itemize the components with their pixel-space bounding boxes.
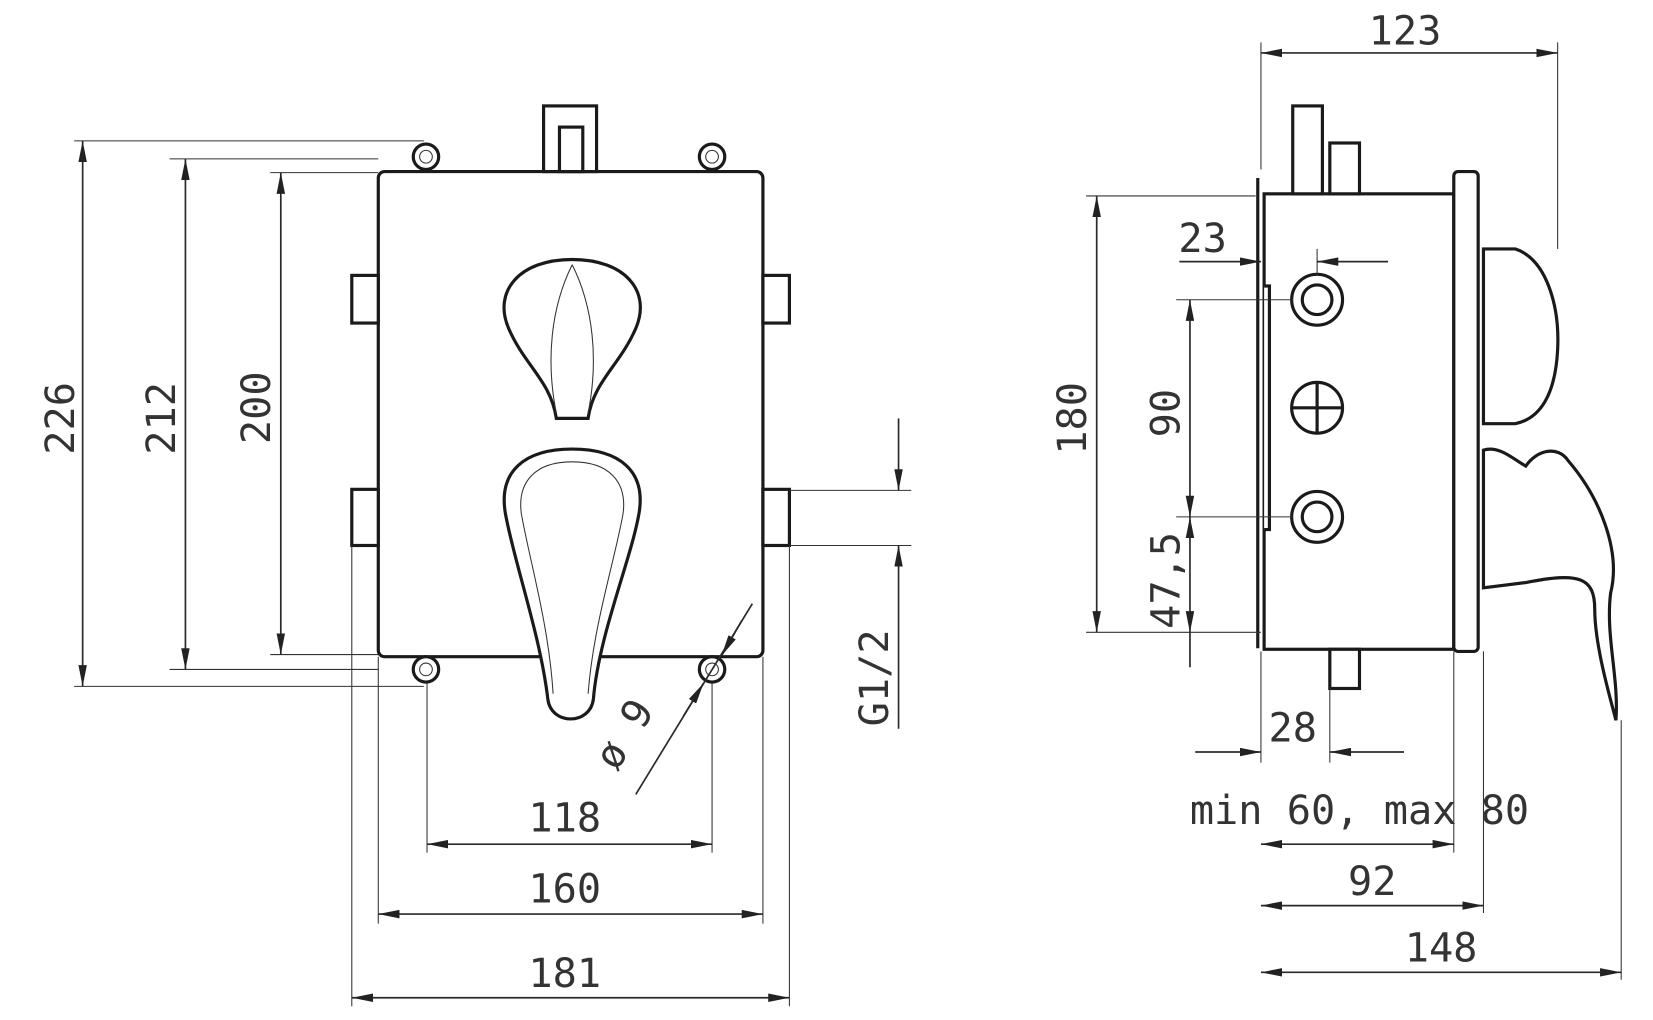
side-top-connector-b <box>1328 141 1362 196</box>
side-bottom-connector <box>1328 647 1362 691</box>
dim-47-5: 47,5 <box>1143 532 1189 629</box>
dim-90: 90 <box>1143 389 1189 437</box>
side-stubs <box>350 273 792 548</box>
dim-180: 180 <box>1050 382 1096 455</box>
front-view: 226 212 200 G1/2 ø 9 118 160 181 <box>38 104 912 1007</box>
dim-wall-depth-range: min 60, max 80 <box>1190 788 1529 834</box>
dim-118: 118 <box>528 795 601 841</box>
dim-181: 181 <box>528 951 601 997</box>
side-view: 123 23 180 90 47,5 28 min 60, max 80 92 … <box>1050 8 1622 980</box>
dim-28: 28 <box>1268 705 1316 751</box>
dim-92: 92 <box>1348 859 1396 905</box>
side-diverter-knob <box>1481 247 1560 426</box>
dim-200: 200 <box>234 371 280 444</box>
side-lever <box>1481 447 1618 721</box>
side-top-connector-a <box>1291 104 1324 196</box>
diverter-knob <box>502 257 642 420</box>
front-dimensions: 226 212 200 G1/2 ø 9 118 160 181 <box>38 140 912 1007</box>
dim-23: 23 <box>1178 216 1226 262</box>
lever-handle <box>502 447 642 721</box>
dim-hole-diameter: ø 9 <box>586 692 664 778</box>
front-plate <box>1452 170 1480 653</box>
dim-160: 160 <box>528 866 601 912</box>
dim-g12: G1/2 <box>852 629 898 726</box>
top-connector <box>541 104 599 174</box>
dim-226: 226 <box>38 382 84 455</box>
dim-212: 212 <box>139 382 185 455</box>
dim-123: 123 <box>1369 8 1442 54</box>
inlet-fittings <box>1290 272 1345 544</box>
side-dimensions: 123 23 180 90 47,5 28 min 60, max 80 92 … <box>1050 8 1622 980</box>
dim-148: 148 <box>1405 926 1478 972</box>
